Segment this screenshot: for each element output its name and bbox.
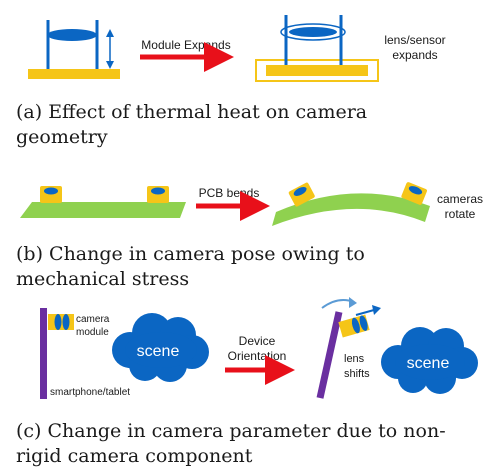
rotation-arrow-head (349, 297, 357, 308)
cloud-core (395, 344, 465, 380)
camera-right-rotated-lens (408, 186, 423, 195)
caption-a: (a) Effect of thermal heat on camera geo… (16, 101, 368, 148)
pcb-bends-label: PCB bends (199, 186, 260, 200)
camera-module-label-line2: module (76, 327, 109, 338)
pcb-flat-group (20, 186, 186, 218)
camera-module-rotated (338, 314, 370, 338)
pcb-flat (20, 202, 186, 218)
device-orientation-label-line2: Orientation (228, 349, 287, 363)
camera-left-rotated (288, 182, 315, 207)
camera-module-lens (54, 314, 62, 330)
expanded-lens-outline (280, 23, 346, 41)
pcb-bent (272, 193, 430, 226)
panel-b: PCB bends cameras rotate (20, 182, 483, 226)
cloud-core (125, 332, 197, 368)
camera-left-lens (44, 187, 58, 195)
scene-cloud-right: scene (381, 327, 478, 394)
lens (47, 29, 97, 41)
height-arrow-bottom-head (106, 61, 114, 69)
panel-a: Module Expands lens/sensor expands (28, 15, 446, 82)
scene-cloud-left: scene (112, 313, 209, 382)
camera-right-lens (151, 187, 165, 195)
lens-shifts-label-line1: lens (344, 353, 365, 365)
lens-sensor-expands-note-line1: lens/sensor (384, 33, 445, 47)
cameras-rotate-note-line1: cameras (437, 192, 483, 206)
camera-left-rotated-lens (293, 186, 307, 196)
sensor-base-expanded (266, 65, 368, 76)
height-arrow-top-head (106, 29, 114, 37)
camera-module-normal (28, 20, 120, 79)
scene-label-right: scene (407, 355, 450, 372)
sensor-base (28, 69, 120, 79)
panel-c: camera module smartphone/tablet scene De… (40, 297, 478, 399)
smartphone-tablet-bar-rotated (316, 311, 343, 399)
device-orientation-label-line1: Device (239, 334, 276, 348)
camera-module-lens-2 (62, 314, 70, 330)
caption-c: (c) Change in camera parameter due to no… (16, 420, 446, 467)
lens-shift-arrow (355, 309, 375, 316)
module-expands-label: Module Expands (141, 38, 230, 52)
lens-shift-arrow-head (372, 305, 381, 315)
camera-module-label-line1: camera (76, 314, 110, 325)
scene-label-left: scene (137, 343, 180, 360)
pcb-bent-group (272, 182, 430, 226)
lens-sensor-expands-note-line2: expands (392, 48, 437, 62)
smartphone-tablet-label: smartphone/tablet (50, 387, 130, 398)
lens-expanded (289, 27, 337, 37)
camera-module (48, 314, 74, 330)
lens-shifts-label-line2: shifts (344, 368, 370, 380)
camera-module-rotated-lens (351, 317, 360, 334)
caption-b: (b) Change in camera pose owing to mecha… (16, 243, 365, 290)
smartphone-tablet-bar (40, 308, 47, 399)
cameras-rotate-note-line2: rotate (445, 207, 476, 221)
camera-module-rotated-lens-2 (359, 315, 368, 331)
expanded-outline (255, 59, 379, 82)
camera-right-rotated (401, 182, 427, 205)
camera-module-expanded (255, 15, 379, 82)
